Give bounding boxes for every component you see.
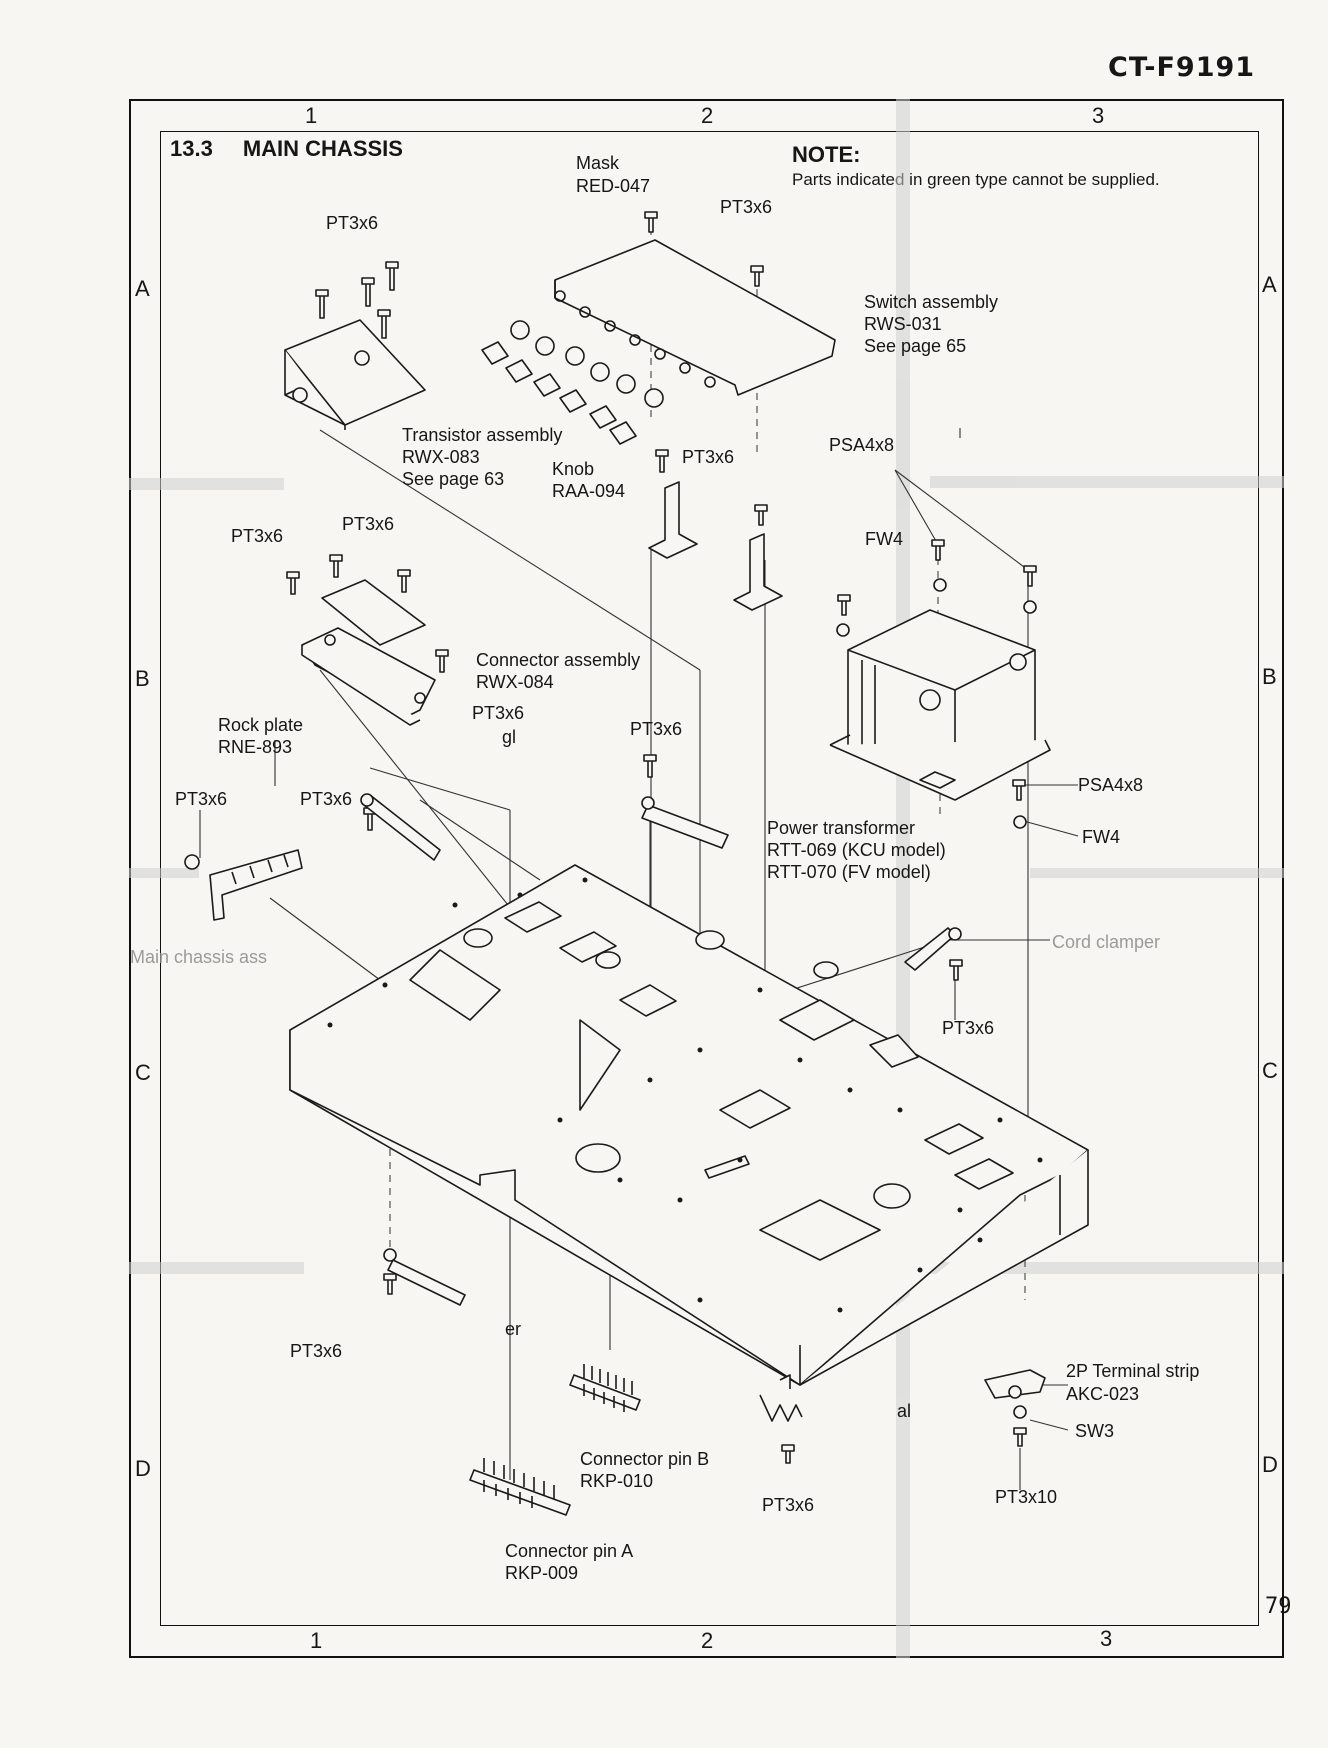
rock-plate-label: Rock plate — [218, 715, 304, 735]
connector-plate-left — [184, 849, 303, 921]
grid-row-a-left: A — [135, 276, 150, 301]
connector-pin-a-part-no: RKP-009 — [505, 1563, 579, 1583]
switch-assembly-label: Switch assembly — [864, 292, 999, 312]
stray-text-gl: gl — [502, 727, 517, 747]
transistor-bracket — [284, 319, 426, 430]
transistor-assembly-label: Transistor assembly — [402, 425, 563, 445]
grid-row-b-left: B — [135, 666, 150, 691]
mask-switch-assembly — [481, 239, 836, 445]
terminal-strip — [984, 1369, 1046, 1447]
grid-col-2-top: 2 — [701, 103, 714, 128]
screw-label-pt3x6-mask: PT3x6 — [720, 197, 773, 217]
screw-label-pt3x6-b4: PT3x6 — [175, 789, 228, 809]
power-transformer-kcu: RTT-069 (KCU model) — [767, 840, 946, 860]
grid-col-2-bottom: 2 — [701, 1628, 714, 1653]
mask-label: Mask — [576, 153, 620, 173]
connector-pin-a — [469, 1458, 571, 1516]
washer-label-fw4-bottom: FW4 — [1082, 827, 1120, 847]
power-transformer — [829, 609, 1051, 801]
connector-assembly-label: Connector assembly — [476, 650, 641, 670]
power-transformer-label: Power transformer — [767, 818, 916, 838]
page-number: 79 — [1265, 1594, 1292, 1619]
note-heading: NOTE: — [792, 142, 861, 167]
connector-pin-b — [569, 1364, 641, 1412]
grid-col-1-top: 1 — [305, 103, 318, 128]
grid-row-d-left: D — [135, 1456, 151, 1481]
section-title: 13.3 MAIN CHASSIS — [170, 136, 403, 162]
main-chassis — [289, 864, 1089, 1386]
screw-label-pt3x6-knob: PT3x6 — [682, 447, 735, 467]
grid-col-3-top: 3 — [1092, 103, 1105, 128]
grid-col-3-bottom: 3 — [1100, 1626, 1113, 1651]
knob-label: Knob — [552, 459, 595, 479]
screw-label-pt3x6-b5: PT3x6 — [300, 789, 353, 809]
washer-label-fw4-top: FW4 — [865, 529, 903, 549]
screw-label-pt3x6-b1: PT3x6 — [231, 526, 284, 546]
knob-part-no: RAA-094 — [552, 481, 626, 501]
screw-label-pt3x6-d2: PT3x6 — [762, 1495, 815, 1515]
main-chassis-label: Main chassis ass — [130, 947, 268, 967]
grid-row-c-right: C — [1262, 1058, 1278, 1083]
l-brackets — [648, 481, 783, 611]
terminal-strip-part-no: AKC-023 — [1066, 1384, 1140, 1404]
screw-label-psa4x8-top: PSA4x8 — [829, 435, 895, 455]
stray-text-er: er — [505, 1319, 522, 1339]
screws-row-a — [315, 211, 768, 526]
transformer-screws — [836, 539, 1037, 829]
section-name: MAIN CHASSIS — [242, 136, 403, 161]
washer-label-sw3: SW3 — [1075, 1421, 1115, 1441]
power-transformer-fv: RTT-070 (FV model) — [767, 862, 931, 882]
model-number: CT-F9191 — [1108, 52, 1256, 83]
stray-text-al: al — [897, 1401, 912, 1421]
cord-clamper-label: Cord clamper — [1052, 932, 1161, 952]
screws-misc — [383, 959, 963, 1295]
rock-plate-part-no: RNE-893 — [218, 737, 293, 757]
screw-label-pt3x6-a1: PT3x6 — [326, 213, 379, 233]
transistor-assembly-ref: See page 63 — [402, 469, 505, 489]
mask-part-no: RED-047 — [576, 176, 651, 196]
screw-label-pt3x6-c1: PT3x6 — [942, 1018, 995, 1038]
outer-frame — [129, 99, 1284, 1658]
screw-label-pt3x6-b3: PT3x6 — [630, 719, 683, 739]
screw-label-pt3x6-d1: PT3x6 — [290, 1341, 343, 1361]
transistor-assembly-part-no: RWX-083 — [402, 447, 480, 467]
connector-assembly-part-no: RWX-084 — [476, 672, 554, 692]
rock-plate — [301, 579, 436, 726]
screws-row-b — [286, 554, 657, 831]
grid-row-a-right: A — [1262, 272, 1277, 297]
switch-assembly-part-no: RWS-031 — [864, 314, 942, 334]
inner-frame — [160, 131, 1259, 1626]
cord-clamps — [360, 793, 962, 1306]
section-number: 13.3 — [170, 136, 213, 161]
screw-label-psa4x8-bottom: PSA4x8 — [1078, 775, 1144, 795]
terminal-strip-label: 2P Terminal strip — [1066, 1361, 1200, 1381]
connector-pin-b-label: Connector pin B — [580, 1449, 710, 1469]
grid-col-1-bottom: 1 — [310, 1628, 323, 1653]
grid-row-b-right: B — [1262, 664, 1277, 689]
grid-row-c-left: C — [135, 1060, 151, 1085]
screw-label-pt3x6-connector: PT3x6 — [472, 703, 525, 723]
connector-pin-a-label: Connector pin A — [505, 1541, 634, 1561]
screw-label-pt3x10: PT3x10 — [995, 1487, 1058, 1507]
grid-row-d-right: D — [1262, 1452, 1278, 1477]
switch-assembly-ref: See page 65 — [864, 336, 967, 356]
ground-spring — [759, 1374, 803, 1464]
screw-label-pt3x6-b2: PT3x6 — [342, 514, 395, 534]
note-text: Parts indicated in green type cannot be … — [792, 170, 1160, 189]
connector-pin-b-part-no: RKP-010 — [580, 1471, 654, 1491]
